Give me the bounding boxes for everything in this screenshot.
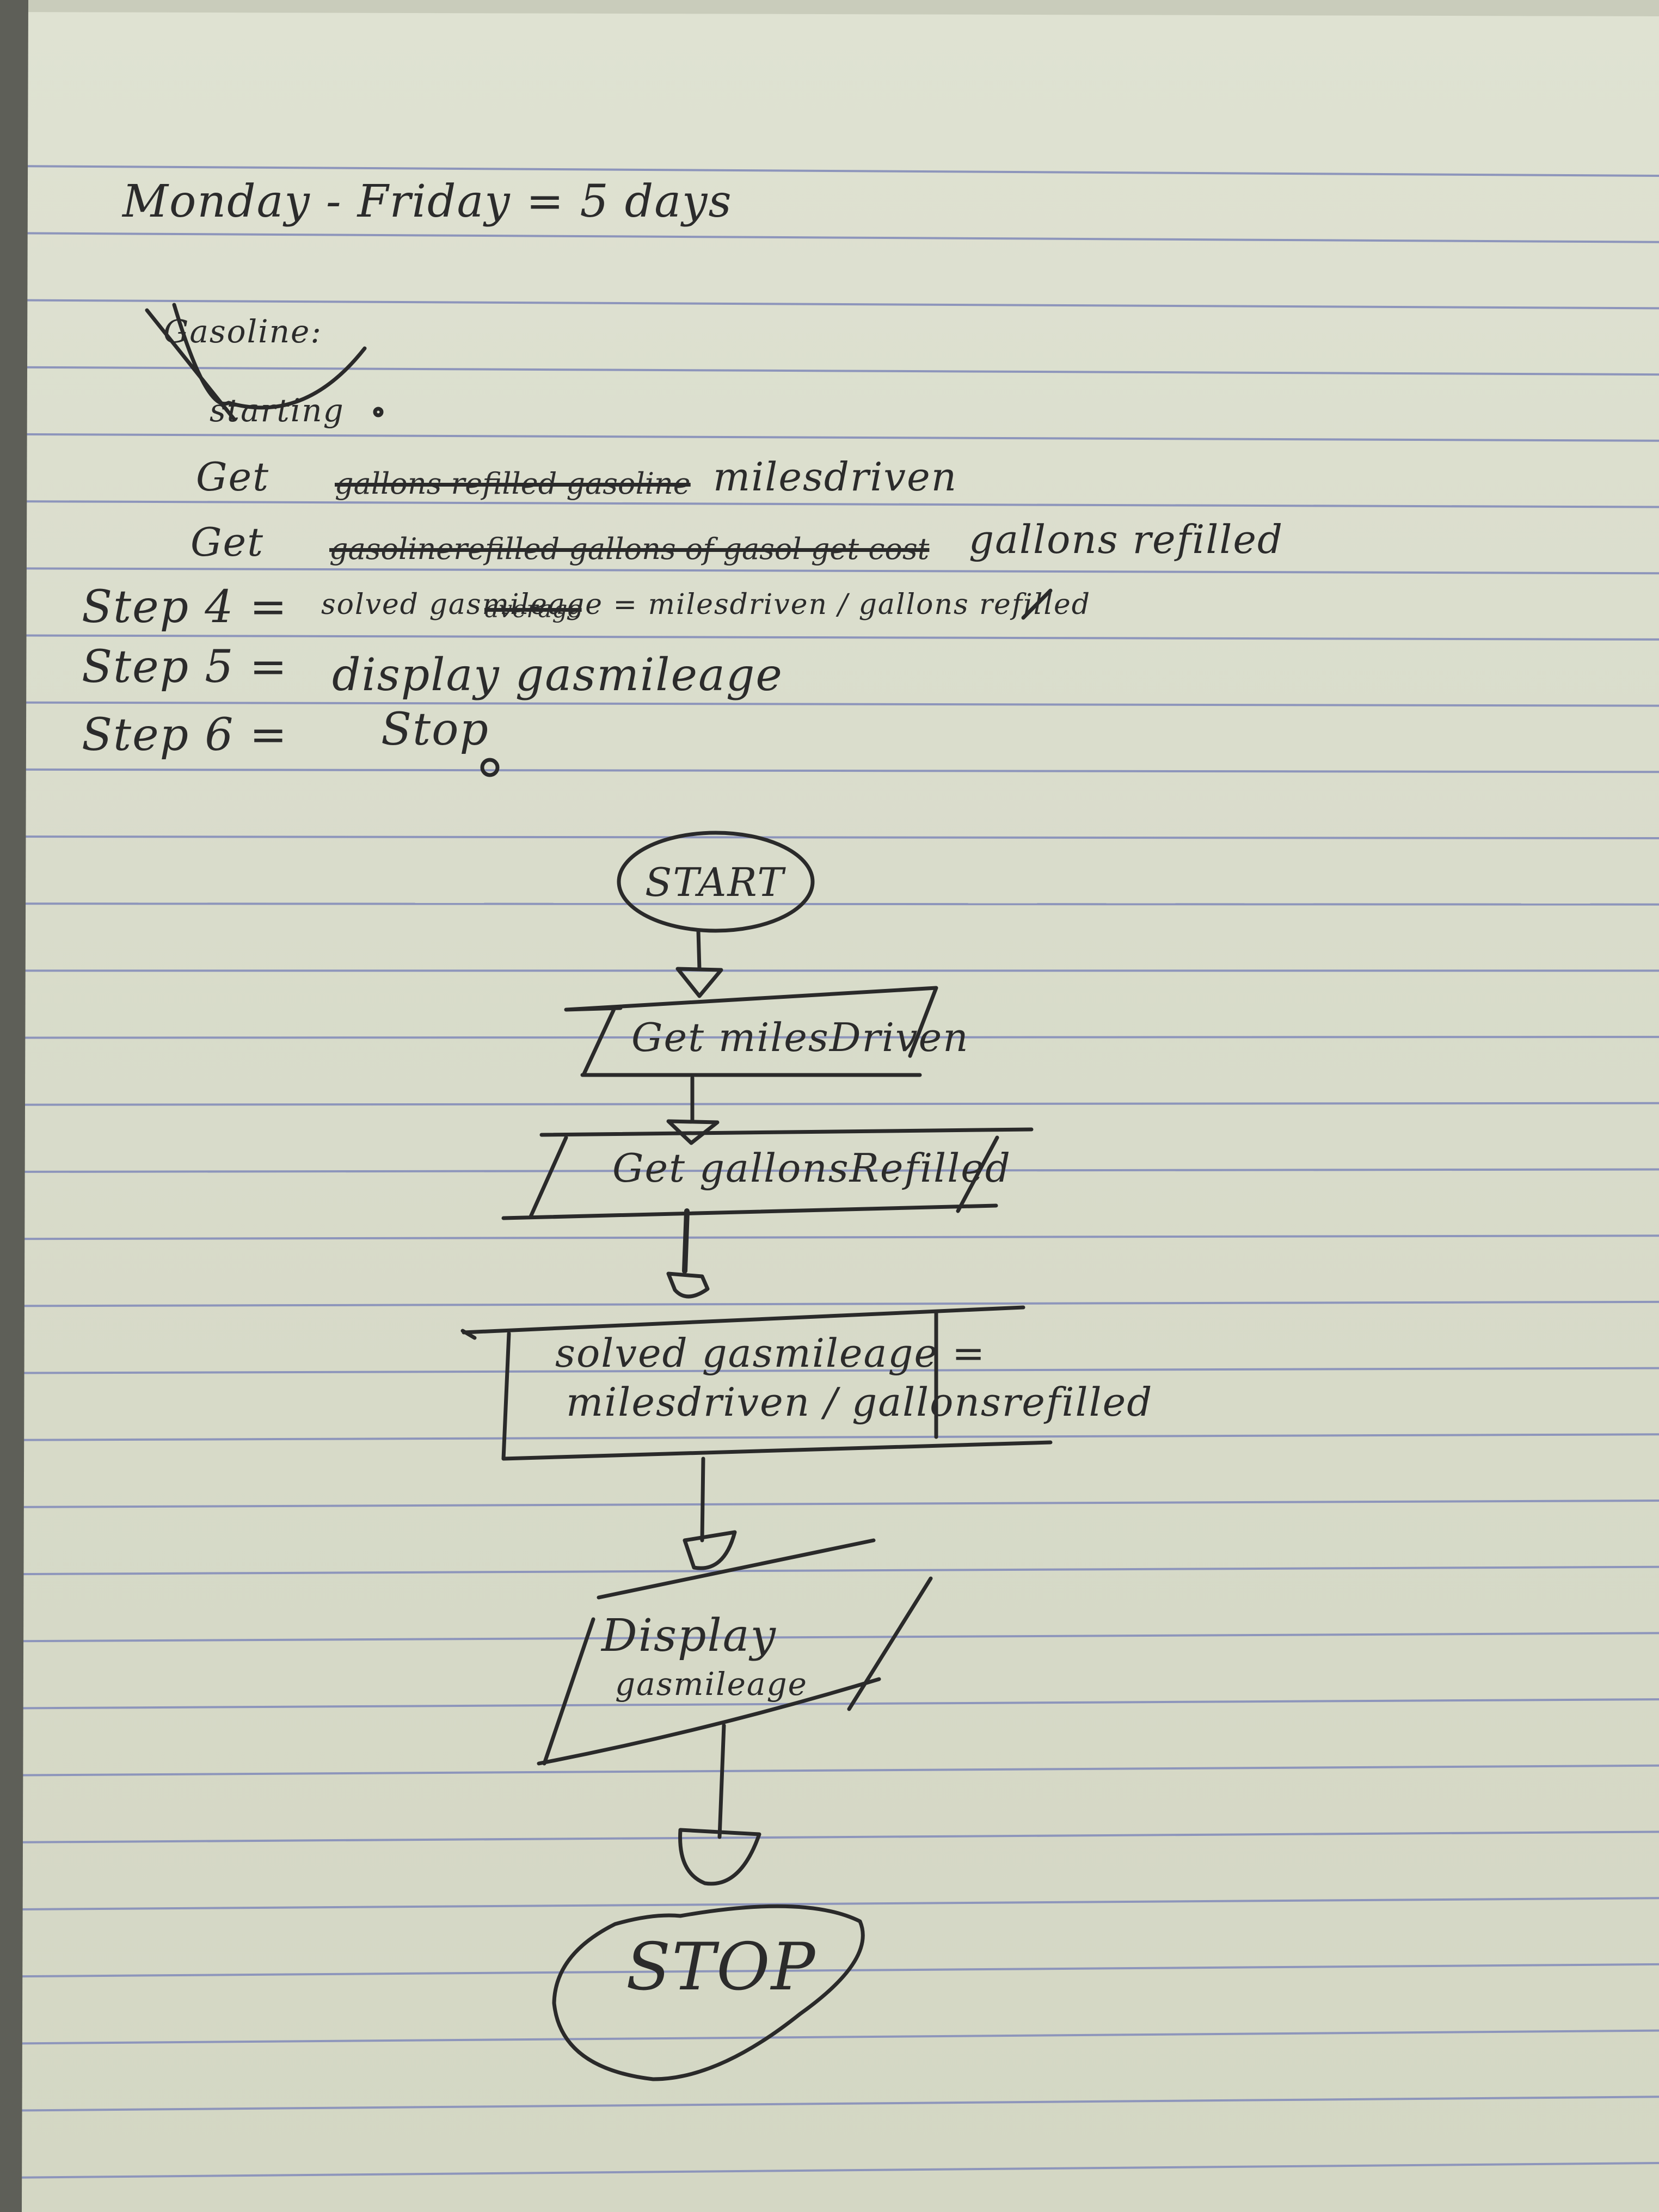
ruled-line (0, 2029, 1659, 2045)
ruled-line (0, 2162, 1659, 2179)
arrow-head-4 (683, 1530, 737, 1570)
ruled-line (0, 634, 1659, 641)
connector-line-3 (682, 1208, 690, 1274)
crossed-out-subheading: starting (210, 392, 345, 429)
ink-mark (480, 758, 500, 777)
paper-top-edge (0, 0, 1659, 16)
note-line-3-label: Step 4 = (82, 581, 288, 633)
input-box-2 (501, 1127, 1034, 1220)
ruled-line (0, 1300, 1659, 1307)
note-line-2-crossed: gasolinerefilled gallons of gasol get co… (329, 532, 930, 566)
ink-dot (373, 407, 384, 417)
connector-line-1 (696, 929, 702, 971)
ruled-line (0, 366, 1659, 376)
output-box (537, 1538, 933, 1766)
ruled-line (0, 1433, 1659, 1441)
ruled-line (0, 299, 1659, 310)
note-line-4-text: display gasmileage (332, 649, 783, 701)
ruled-line (0, 1963, 1659, 1978)
note-line-5-text: Stop (381, 704, 489, 755)
ruled-line (0, 1036, 1659, 1039)
ruled-line (0, 1102, 1659, 1106)
ruled-line (0, 1234, 1659, 1240)
ruled-line (0, 1168, 1659, 1173)
flowchart-stop-label: STOP (626, 1930, 816, 2005)
ruled-line (0, 2096, 1659, 2112)
note-line-1-label: Get (196, 454, 270, 500)
note-line-3-text: solved gasmileage = milesdriven / gallon… (321, 588, 1091, 621)
division-slash (1021, 588, 1053, 620)
note-line-1-crossed: gallons refilled gasoline (335, 466, 691, 501)
input-box-1 (564, 986, 938, 1077)
flowchart-process-line-2: milesdriven / gallonsrefilled (566, 1379, 1153, 1425)
process-box (460, 1305, 1053, 1461)
stop-terminator (552, 1904, 865, 2081)
ruled-line (0, 165, 1659, 177)
ruled-line (0, 232, 1659, 243)
ruled-line (0, 567, 1659, 575)
ruled-line (0, 500, 1659, 508)
arrow-head-1 (675, 967, 723, 998)
crossed-out-scribble (145, 303, 367, 421)
ruled-line (0, 1565, 1659, 1576)
flowchart-process-line-1: solved gasmileage = (555, 1330, 986, 1376)
note-line-2-text: gallons refilled (969, 517, 1284, 562)
flowchart-output-line-1: Display (601, 1610, 777, 1662)
note-line-1-text: milesdriven (713, 454, 958, 500)
ruled-line (0, 902, 1659, 906)
ruled-line (0, 701, 1659, 707)
note-line-3-crossed: average (484, 595, 582, 623)
flowchart-input-2-label: Get gallonsRefilled (612, 1145, 1011, 1191)
header-note: Monday - Friday = 5 days (122, 176, 733, 228)
ruled-line (0, 768, 1659, 773)
ruled-lines (0, 165, 1659, 2179)
note-line-2-label: Get (191, 519, 265, 565)
note-line-4-label: Step 5 = (82, 641, 288, 693)
desk-left-edge (0, 0, 28, 2212)
connector-line-5 (717, 1723, 726, 1839)
ruled-line (0, 1897, 1659, 1911)
flowchart-start-label: START (645, 859, 785, 905)
flowchart-output-line-2: gasmileage (615, 1666, 808, 1703)
connector-line-4 (700, 1457, 705, 1543)
start-terminator (617, 831, 815, 933)
ruled-line (0, 1698, 1659, 1710)
ruled-line (0, 835, 1659, 839)
ruled-line (0, 1764, 1659, 1777)
arrow-head-5 (678, 1828, 761, 1886)
ruled-line (0, 1367, 1659, 1374)
crossed-out-heading: Gasoline: (163, 313, 322, 350)
ruled-line (0, 1632, 1659, 1643)
flowchart-input-1-label: Get milesDriven (631, 1015, 969, 1060)
ruled-line (0, 433, 1659, 442)
note-line-5-label: Step 6 = (82, 709, 288, 761)
ruled-line (0, 1830, 1659, 1844)
arrow-head-3 (666, 1271, 710, 1299)
ruled-line (0, 1500, 1659, 1508)
